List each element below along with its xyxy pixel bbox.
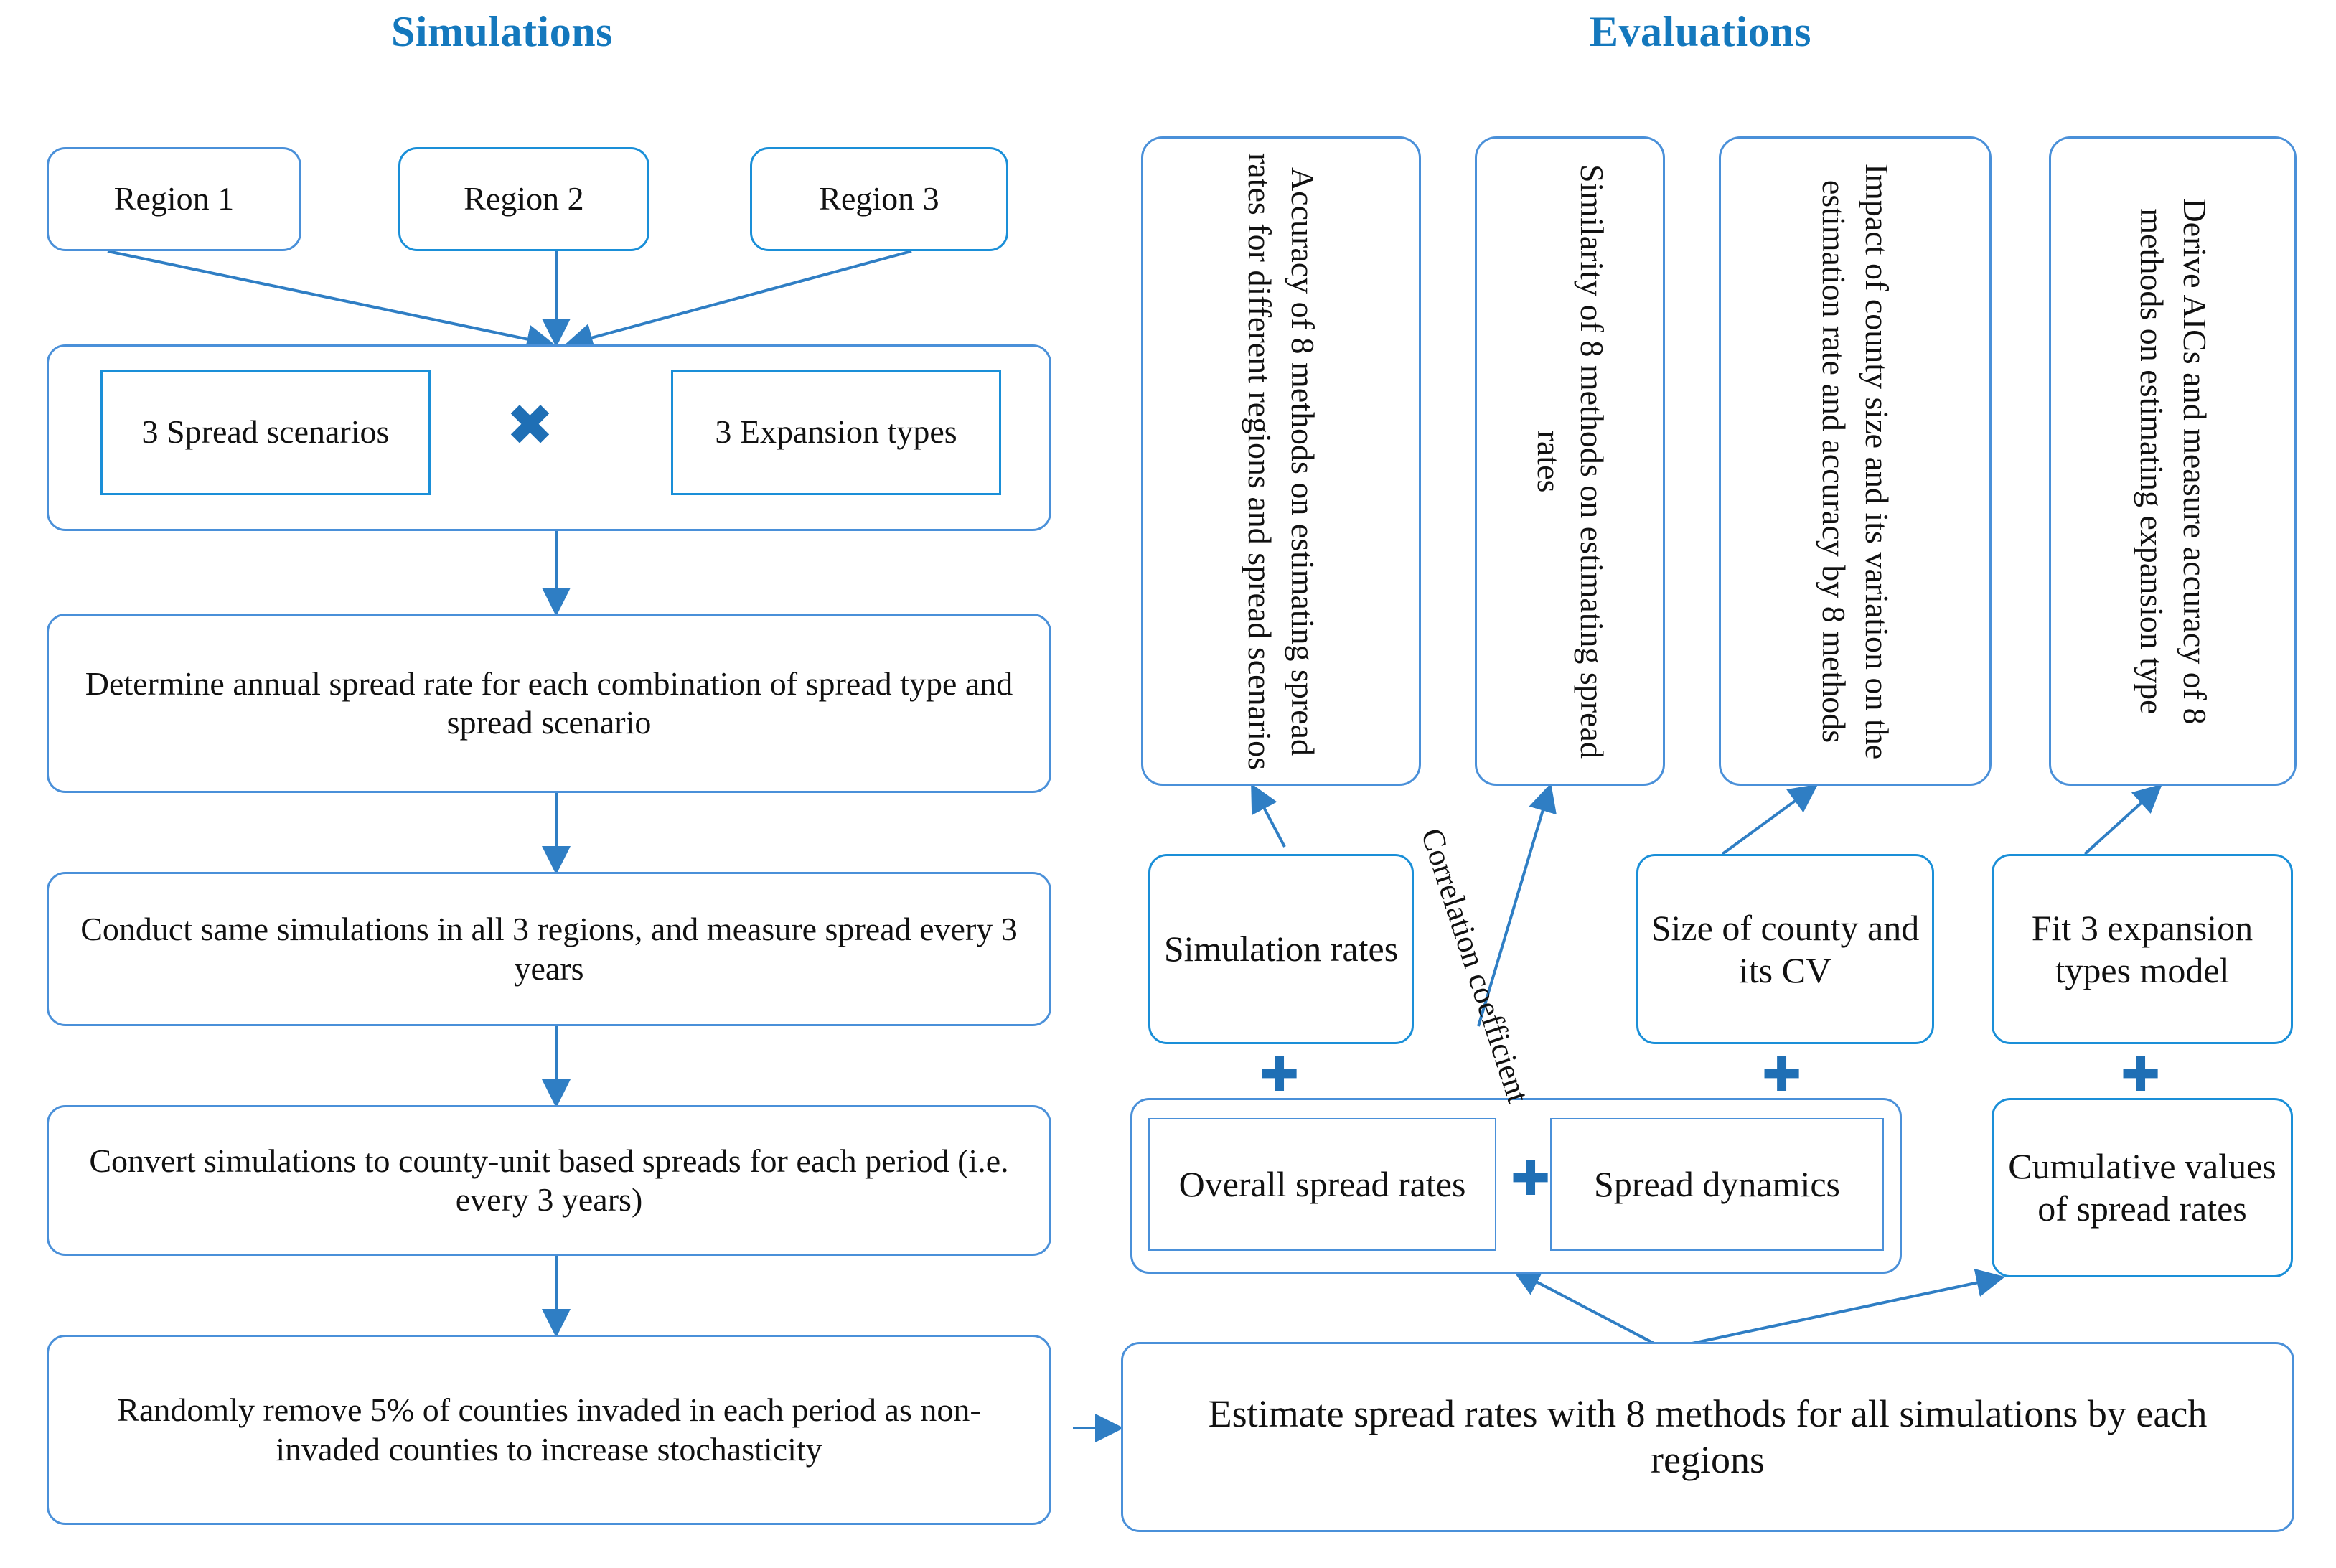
step-conduct-simulations-label: Conduct same simulations in all 3 region… [80,911,1018,987]
outcome-similarity-label: Similarity of 8 methods on estimating sp… [1530,164,1610,759]
step-convert-simulations-box[interactable]: Convert simulations to county-unit based… [47,1105,1051,1256]
outcome-accuracy-box[interactable]: Accuracy of 8 methods on estimating spre… [1141,136,1421,786]
estimate-spread-rates-label: Estimate spread rates with 8 methods for… [1208,1391,2208,1481]
region-3-box[interactable]: Region 3 [750,147,1008,251]
county-size-cv-label: Size of county and its CV [1651,907,1920,990]
outcome-accuracy-label: Accuracy of 8 methods on estimating spre… [1242,152,1321,770]
outcome-county-impact-box[interactable]: Impact of county size and its variation … [1719,136,1992,786]
expansion-types-box[interactable]: 3 Expansion types [671,370,1001,495]
region-1-label: Region 1 [113,180,235,217]
wire-simrates-to-outcome1 [1251,783,1286,848]
step-randomly-remove-box[interactable]: Randomly remove 5% of counties invaded i… [47,1335,1051,1525]
plus-symbol-icon-combined: ✚ [1511,1151,1551,1206]
estimate-spread-rates-box[interactable]: Estimate spread rates with 8 methods for… [1121,1342,2294,1532]
page-title-evaluations: Evaluations [1590,8,1811,55]
wire-fit-to-outcome4 [2083,784,2162,855]
outcome-aic-label: Derive AICs and measure accuracy of 8 me… [2133,197,2213,725]
step-determine-spread-rate-label: Determine annual spread rate for each co… [85,665,1013,741]
wire-estimate-to-combined [1511,1269,1666,1351]
region-2-box[interactable]: Region 2 [398,147,649,251]
region-2-label: Region 2 [464,180,584,217]
fit-expansion-model-label: Fit 3 expansion types model [2031,907,2253,990]
region-3-label: Region 3 [819,180,939,217]
county-size-cv-box[interactable]: Size of county and its CV [1636,854,1934,1044]
page-title-simulations: Simulations [391,8,613,55]
plus-symbol-icon-left: ✚ [1260,1047,1300,1102]
multiplication-symbol-icon: ✖ [506,392,555,459]
step-conduct-simulations-box[interactable]: Conduct same simulations in all 3 region… [47,872,1051,1026]
expansion-types-label: 3 Expansion types [715,413,957,451]
simulation-rates-box[interactable]: Simulation rates [1148,854,1414,1044]
wire-region1-to-combo [107,250,555,354]
overall-spread-rates-label: Overall spread rates [1178,1164,1466,1204]
step-randomly-remove-label: Randomly remove 5% of counties invaded i… [117,1391,981,1468]
simulation-rates-label: Simulation rates [1163,929,1399,969]
wire-county-to-outcome3 [1721,784,1819,855]
spread-scenarios-box[interactable]: 3 Spread scenarios [100,370,431,495]
cumulative-spread-rates-box[interactable]: Cumulative values of spread rates [1992,1098,2293,1277]
overall-spread-rates-box[interactable]: Overall spread rates [1148,1118,1496,1251]
step-determine-spread-rate-box[interactable]: Determine annual spread rate for each co… [47,614,1051,793]
wire-region3-to-combo [564,250,912,352]
step-convert-simulations-label: Convert simulations to county-unit based… [89,1142,1009,1218]
outcome-similarity-box[interactable]: Similarity of 8 methods on estimating sp… [1475,136,1665,786]
region-1-box[interactable]: Region 1 [47,147,301,251]
fit-expansion-model-box[interactable]: Fit 3 expansion types model [1992,854,2293,1044]
plus-symbol-icon-right: ✚ [2121,1047,2161,1102]
outcome-aic-box[interactable]: Derive AICs and measure accuracy of 8 me… [2049,136,2297,786]
spread-dynamics-box[interactable]: Spread dynamics [1550,1118,1884,1251]
wire-estimate-to-cumulative [1664,1268,2005,1351]
outcome-county-impact-label: Impact of county size and its variation … [1816,163,1895,759]
plus-symbol-icon-middle: ✚ [1762,1047,1802,1102]
spread-scenarios-label: 3 Spread scenarios [141,413,390,451]
cumulative-spread-rates-label: Cumulative values of spread rates [2008,1146,2276,1229]
correlation-coefficient-edge-label: Correlation coefficient [1414,824,1537,1107]
spread-dynamics-label: Spread dynamics [1594,1164,1840,1204]
